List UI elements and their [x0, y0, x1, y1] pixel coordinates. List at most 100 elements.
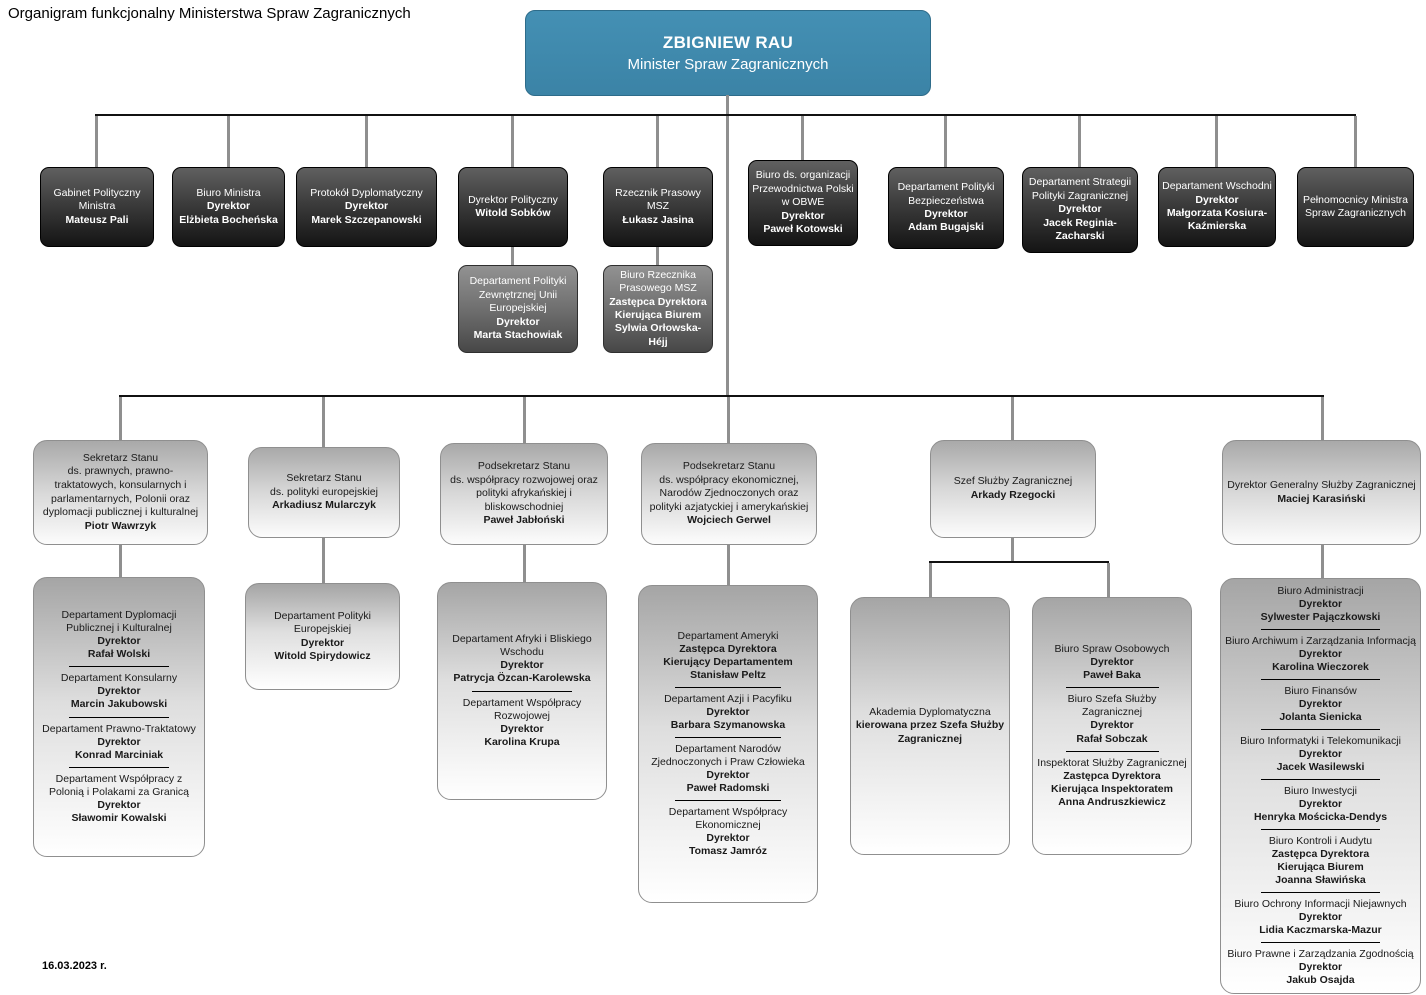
unit-title: Departament Ameryki	[677, 629, 779, 642]
connector-line	[95, 116, 98, 167]
unit-title: Pełnomocnicy Ministra Spraw Zagranicznyc…	[1302, 193, 1409, 219]
unit-title: Departament Polityki Zewnętrznej Unii Eu…	[469, 275, 567, 315]
unit-title: Podsekretarz Stanu	[682, 459, 776, 472]
person-or-role: Dyrektor	[706, 769, 750, 782]
unit-title: Sekretarz Stanu	[82, 451, 159, 464]
unit-title: Departament Współpracy z Polonią i Polak…	[48, 772, 190, 798]
person-or-role: Dyrektor	[97, 685, 141, 698]
connector-line	[1107, 563, 1110, 597]
unit-title: Departament Strategii Polityki Zagranicz…	[1028, 176, 1132, 202]
person-or-role: Jolanta Sienicka	[1279, 710, 1362, 723]
person-or-role: Arkadiusz Mularczyk	[272, 499, 376, 512]
person-or-role: Dyrektor	[97, 735, 141, 748]
unit-title: Biuro Informatyki i Telekomunikacji	[1240, 734, 1401, 747]
person-or-role: Piotr Wawrzyk	[84, 519, 157, 532]
person-or-role: Jakub Osajda	[1286, 974, 1355, 987]
unit-title: Gabinet Polityczny Ministra	[53, 186, 141, 213]
person-or-role: Dyrektor	[500, 659, 544, 672]
section-divider	[1261, 678, 1380, 680]
unit-title: Departament Narodów Zjednoczonych i Praw…	[651, 742, 805, 768]
section-divider	[1261, 628, 1380, 630]
unit-title: Dyrektor Polityczny	[468, 193, 558, 206]
connector-line	[727, 545, 730, 585]
person-or-role: Dyrektor	[1058, 203, 1102, 216]
person-or-role: Paweł Jabłoński	[483, 514, 565, 527]
unit-title: ds. polityki europejskiej	[270, 485, 378, 498]
person-or-role: Kierująca Inspektoratem	[1051, 782, 1173, 795]
connector-line	[119, 397, 122, 440]
connector-line	[1321, 397, 1324, 440]
connector-line	[929, 561, 1109, 563]
unit-title: Inspektorat Służby Zagranicznej	[1037, 756, 1187, 769]
connector-line	[929, 563, 932, 597]
box-pelnomocnicy-ministra: Pełnomocnicy Ministra Spraw Zagranicznyc…	[1297, 167, 1414, 247]
person-or-role: Dyrektor	[97, 798, 141, 811]
unit-title: ds. współpracy rozwojowej oraz polityki …	[450, 473, 598, 513]
person-or-role: Dyrektor	[206, 200, 251, 213]
section-divider	[675, 686, 781, 688]
person-or-role: Karolina Krupa	[484, 735, 560, 748]
person-or-role: Dyrektor	[706, 832, 750, 845]
section-divider	[675, 800, 781, 802]
person-or-role: Anna Andruszkiewicz	[1058, 795, 1166, 808]
unit-title: ds. prawnych, prawno-traktatowych, konsu…	[42, 465, 199, 519]
connector-line	[95, 114, 1356, 116]
person-or-role: Zastępca Dyrektora	[609, 295, 707, 308]
box-depts-wawrzyk: Departament Dyplomacji Publicznej i Kult…	[33, 577, 205, 857]
unit-title: Podsekretarz Stanu	[477, 459, 571, 472]
person-or-role: Dyrektor	[924, 208, 968, 220]
person-or-role: Elżbieta Bocheńska	[179, 213, 278, 226]
person-or-role: Kierujący Departamentem	[663, 655, 793, 668]
person-or-role: Dyrektor	[300, 636, 345, 649]
person-or-role: Witold Sobków	[475, 207, 551, 219]
person-or-role: Konrad Marciniak	[74, 748, 164, 761]
person-or-role: Paweł Radomski	[686, 782, 770, 795]
person-or-role: Adam Bugajski	[908, 221, 984, 234]
box-minister: ZBIGNIEW RAU Minister Spraw Zagranicznyc…	[525, 10, 931, 96]
person-or-role: kierowana przez Szefa Służby Zagraniczne…	[855, 719, 1005, 745]
person-or-role: Rafał Sobczak	[1076, 732, 1148, 745]
person-or-role: Marek Szczepanowski	[311, 213, 422, 226]
unit-title: Departament Konsularny	[60, 672, 178, 685]
section-divider	[1261, 779, 1380, 780]
person-or-role: Joanna Sławińska	[1275, 874, 1366, 887]
person-or-role: Dyrektor	[97, 635, 141, 648]
connector-line	[523, 397, 526, 443]
connector-line	[1321, 545, 1324, 578]
connector-line	[119, 545, 122, 577]
section-divider	[472, 690, 572, 692]
section-divider	[68, 766, 170, 768]
unit-title: Departament Polityki Bezpieczeństwa	[897, 181, 995, 207]
person-or-role: Kierująca Biurem	[1277, 861, 1364, 874]
connector-line	[656, 247, 659, 265]
unit-title: Biuro Ochrony Informacji Niejawnych	[1234, 898, 1407, 911]
person-or-role: Arkady Rzegocki	[970, 489, 1056, 501]
person-or-role: Rafał Wolski	[87, 648, 151, 661]
person-or-role: Kierująca Biurem	[614, 309, 702, 321]
minister-role: Minister Spraw Zagranicznych	[627, 56, 829, 73]
person-or-role: Lidia Kaczmarska-Mazur	[1259, 924, 1382, 937]
unit-title: Szef Służby Zagranicznej	[953, 475, 1073, 488]
section-divider	[1065, 750, 1159, 752]
person-or-role: Dyrektor	[781, 209, 825, 222]
person-or-role: Dyrektor	[1298, 647, 1343, 660]
connector-line	[511, 116, 514, 167]
person-or-role: Sławomir Kowalski	[71, 811, 167, 824]
unit-title: Rzecznik Prasowy MSZ	[615, 186, 701, 213]
person-or-role: Henryka Mościcka-Dendys	[1253, 811, 1388, 824]
section-divider	[1261, 728, 1380, 730]
unit-title: Biuro ds. organizacji Przewodnictwa Pols…	[752, 169, 854, 209]
connector-line	[801, 116, 804, 161]
